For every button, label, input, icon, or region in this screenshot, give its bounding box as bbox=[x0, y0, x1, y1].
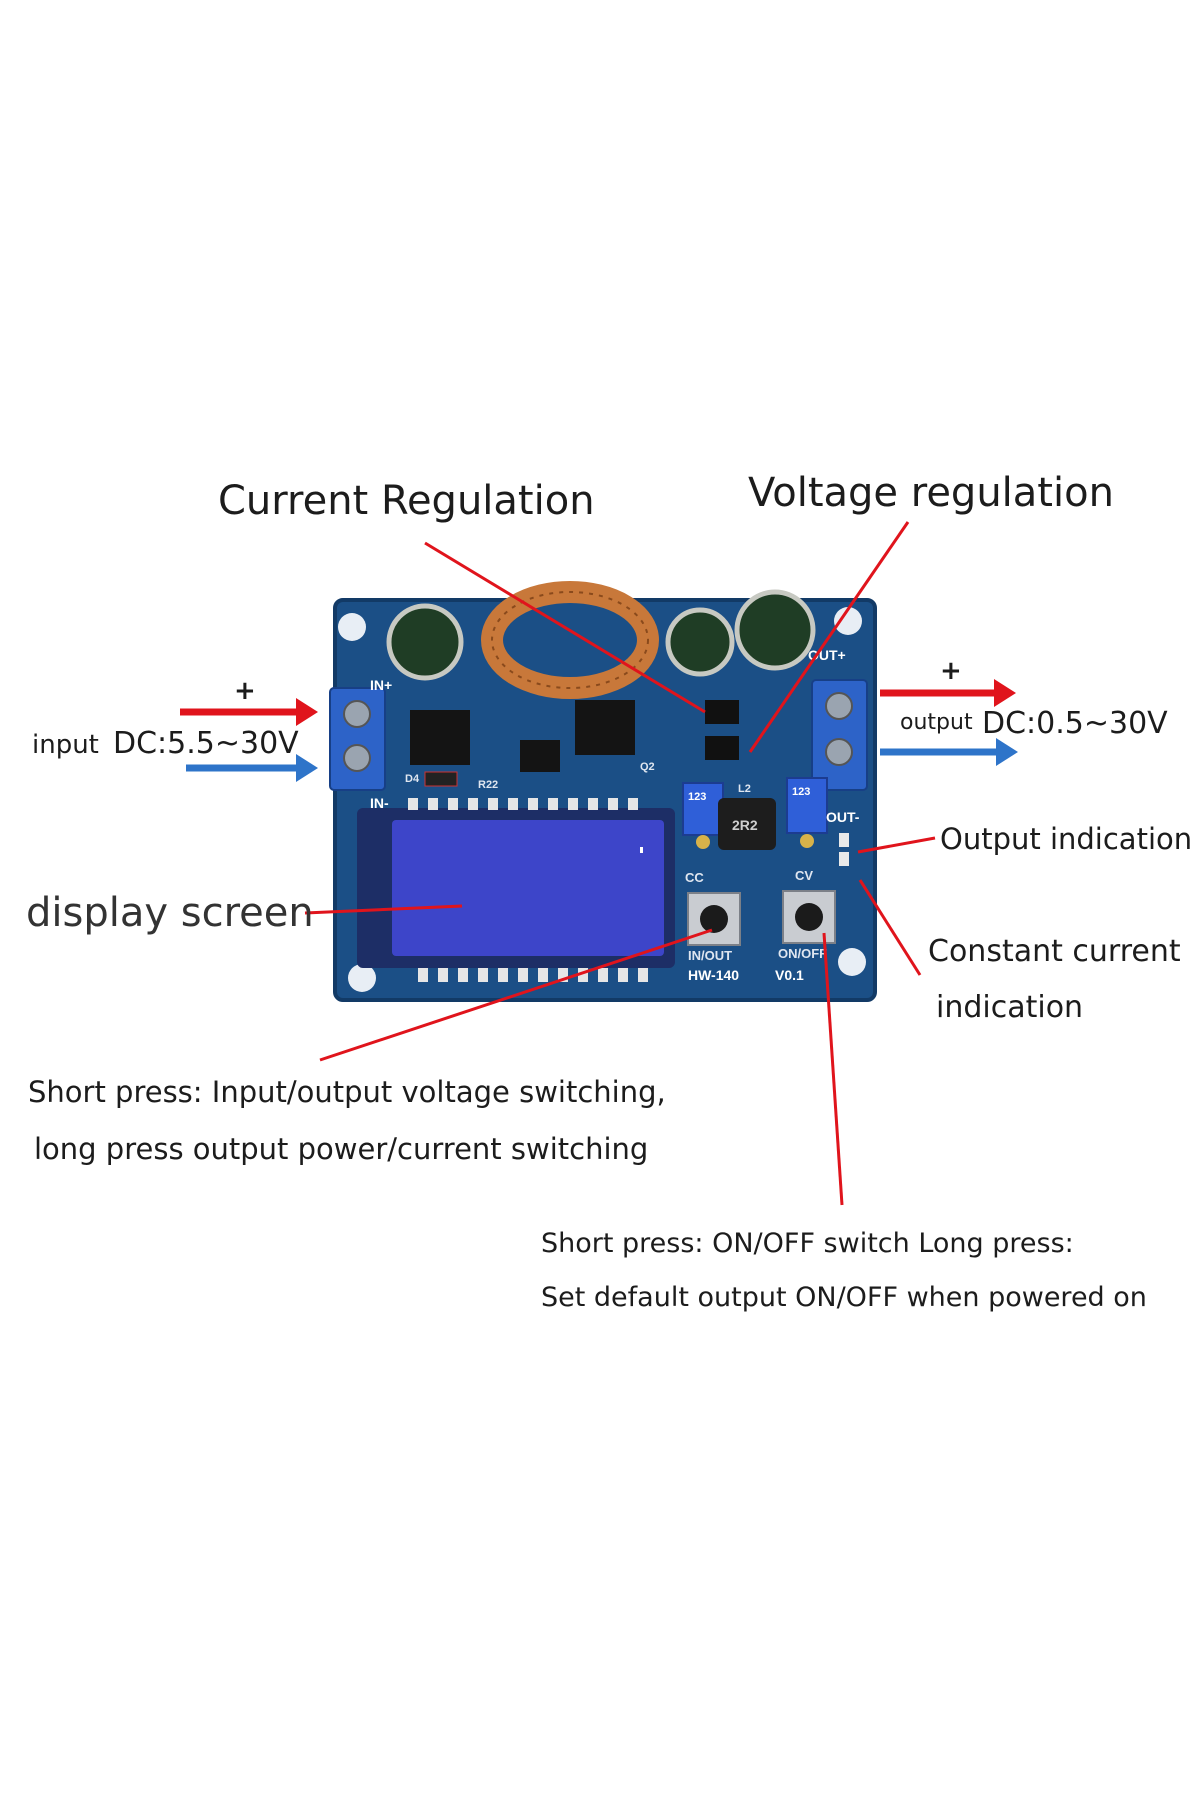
silk-q2: Q2 bbox=[640, 761, 655, 773]
label-current-regulation: Current Regulation bbox=[218, 478, 595, 524]
mount-hole-bl bbox=[348, 964, 376, 992]
output-screw-top bbox=[825, 692, 853, 720]
in-out-button-cap[interactable] bbox=[700, 905, 728, 933]
lcd-pins-bottom bbox=[418, 968, 648, 982]
voltage-trimmer-screw bbox=[800, 834, 814, 848]
silk-cc: CC bbox=[685, 870, 704, 885]
label-key1-line1: Short press: Input/output voltage switch… bbox=[28, 1075, 666, 1109]
label-constant-current-line2: indication bbox=[936, 990, 1084, 1025]
mount-hole-tl bbox=[338, 613, 366, 641]
input-capacitor bbox=[386, 603, 464, 681]
output-negative-arrowhead bbox=[996, 738, 1018, 766]
label-voltage-regulation: Voltage regulation bbox=[748, 470, 1114, 516]
on-off-button-cap[interactable] bbox=[795, 903, 823, 931]
silk-out-plus: OUT+ bbox=[808, 647, 846, 663]
label-input-range: DC:5.5~30V bbox=[113, 726, 299, 761]
shunt-top bbox=[705, 700, 739, 724]
diode-d4 bbox=[424, 771, 458, 787]
current-trimmer-screw bbox=[696, 835, 710, 849]
label-key1-line2: long press output power/current switchin… bbox=[34, 1132, 649, 1166]
label-output-range: DC:0.5~30V bbox=[982, 706, 1168, 741]
current-trimmer bbox=[682, 782, 724, 836]
leader-on-off-button bbox=[822, 932, 844, 1206]
input-negative-arrowhead bbox=[296, 754, 318, 782]
leader-voltage-regulation bbox=[748, 521, 910, 753]
input-screw-bottom bbox=[343, 744, 371, 772]
input-positive-arrowhead bbox=[296, 698, 318, 726]
silk-in-out: IN/OUT bbox=[688, 948, 732, 963]
leader-in-out-button bbox=[319, 928, 713, 1062]
mosfet-left bbox=[410, 710, 470, 765]
silk-version: V0.1 bbox=[775, 967, 804, 983]
lcd-pixel bbox=[640, 847, 643, 853]
silk-r22: R22 bbox=[478, 779, 498, 791]
label-input-word: input bbox=[32, 730, 99, 760]
silk-out-minus: OUT- bbox=[826, 809, 860, 825]
label-plus-input: + bbox=[234, 676, 256, 706]
mount-hole-br bbox=[838, 948, 866, 976]
silk-d4: D4 bbox=[405, 773, 420, 785]
power-arrows bbox=[180, 679, 1018, 782]
label-output-word: output bbox=[900, 710, 973, 735]
mosfet-right bbox=[575, 700, 635, 755]
label-key2-line1: Short press: ON/OFF switch Long press: bbox=[541, 1228, 1074, 1259]
silk-trim-voltage: 123 bbox=[792, 786, 810, 798]
output-screw-bottom bbox=[825, 738, 853, 766]
cc-led bbox=[839, 852, 849, 866]
lcd-pins-top bbox=[408, 798, 638, 810]
label-key2-line2: Set default output ON/OFF when powered o… bbox=[541, 1282, 1147, 1313]
label-output-indication: Output indication bbox=[940, 822, 1193, 856]
silk-inductor: 2R2 bbox=[732, 817, 758, 833]
shunt-bottom bbox=[705, 736, 739, 760]
output-capacitor-2 bbox=[734, 589, 816, 671]
lcd-screen bbox=[392, 820, 664, 956]
leader-current-regulation bbox=[424, 541, 706, 714]
silk-on-off: ON/OFF bbox=[778, 946, 827, 961]
label-constant-current-line1: Constant current bbox=[928, 934, 1181, 969]
leader-constant-current bbox=[858, 879, 922, 976]
smd-inductor bbox=[718, 798, 776, 850]
silk-model: HW-140 bbox=[688, 967, 739, 983]
silk-trim-current: 123 bbox=[688, 791, 706, 803]
mount-hole-tr bbox=[834, 607, 862, 635]
voltage-trimmer bbox=[786, 777, 828, 834]
output-positive-arrowhead bbox=[994, 679, 1016, 707]
leader-output-indication bbox=[857, 836, 936, 854]
output-led bbox=[839, 833, 849, 847]
silk-in-plus: IN+ bbox=[370, 677, 392, 693]
leader-lines bbox=[304, 521, 936, 1206]
driver-ic bbox=[520, 740, 560, 772]
silk-in-minus: IN- bbox=[370, 795, 389, 811]
silk-l2: L2 bbox=[738, 783, 751, 795]
toroid-windings bbox=[491, 591, 649, 689]
output-capacitor-1 bbox=[665, 607, 735, 677]
input-screw-top bbox=[343, 700, 371, 728]
silk-cv: CV bbox=[795, 868, 813, 883]
leader-display-screen bbox=[304, 904, 463, 915]
label-display-screen: display screen bbox=[26, 890, 314, 936]
pcb-board: IN+ IN- OUT+ OUT- HW-140 V0.1 IN/OUT ON/… bbox=[329, 581, 877, 1002]
label-plus-output: + bbox=[940, 656, 962, 686]
